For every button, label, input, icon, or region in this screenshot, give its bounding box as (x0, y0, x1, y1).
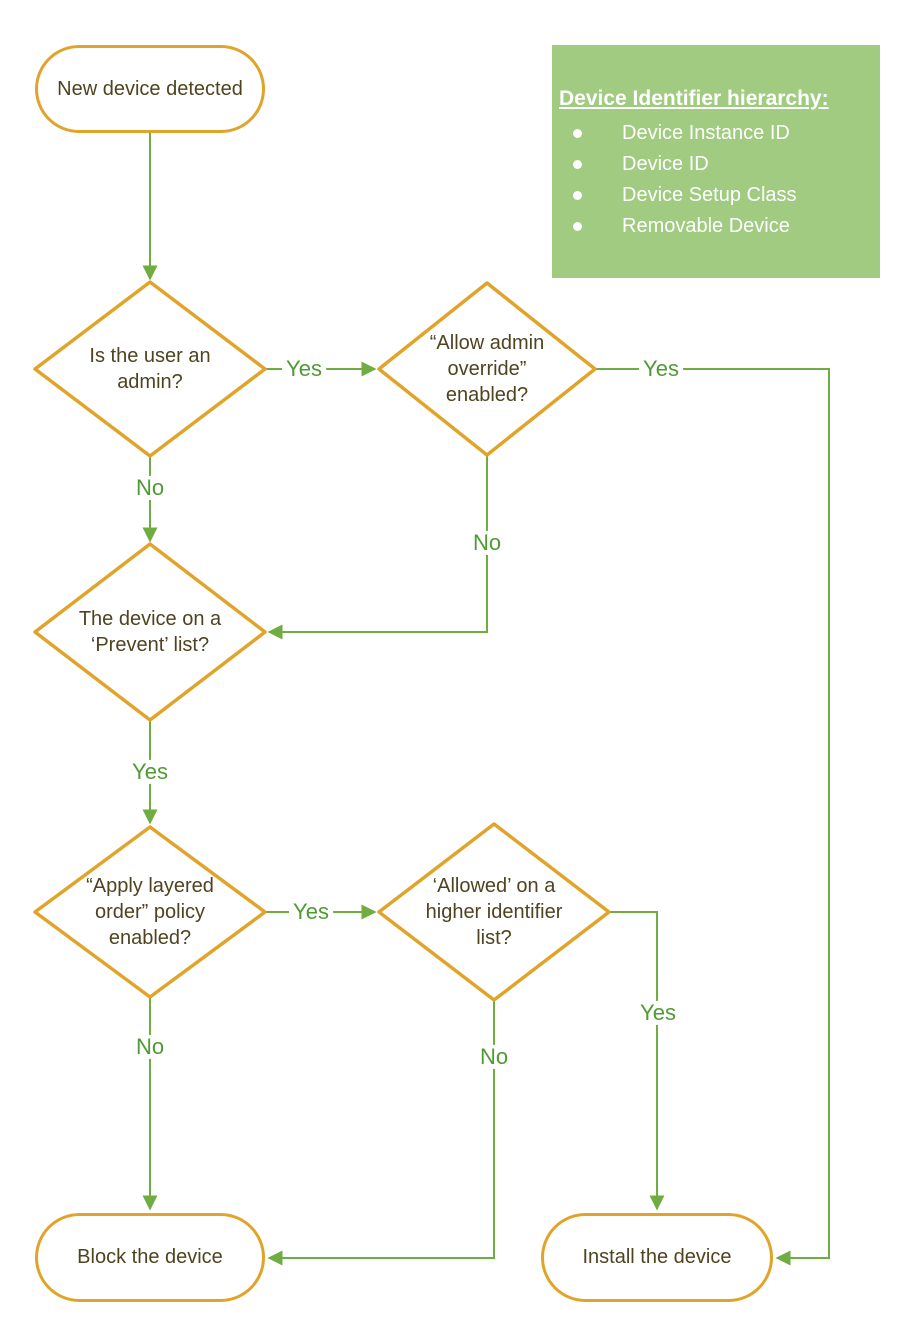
node-block: Block the device (35, 1213, 265, 1302)
edge-d5-yes-to-install (609, 911, 665, 1211)
edge-label-d4-yes: Yes (289, 899, 333, 925)
node-block-label: Block the device (77, 1246, 223, 1268)
legend-item: Device Instance ID (559, 118, 874, 149)
edge-d2-no-to-d3 (267, 455, 488, 640)
legend-item-label: Removable Device (622, 215, 790, 237)
bullet-icon (573, 129, 582, 138)
device-identifier-legend: Device Identifier hierarchy: Device Inst… (552, 45, 880, 278)
edge-d2-yes-to-install (595, 368, 830, 1266)
legend-item: Removable Device (559, 211, 874, 242)
node-d5-shape (377, 822, 611, 1002)
legend-item-label: Device Instance ID (622, 122, 790, 144)
node-d1-shape (33, 280, 267, 458)
bullet-icon (573, 191, 582, 200)
edge-label-d2-yes: Yes (639, 356, 683, 382)
node-start: New device detected (35, 45, 265, 133)
edge-label-d3-yes: Yes (128, 759, 172, 785)
node-start-label: New device detected (57, 77, 243, 100)
node-install: Install the device (541, 1213, 773, 1302)
legend-item-label: Device ID (622, 153, 709, 175)
edge-label-d5-no: No (475, 1044, 513, 1070)
node-d4-shape (33, 825, 267, 999)
node-d3-shape (33, 542, 267, 722)
legend-list: Device Instance ID Device ID Device Setu… (559, 118, 874, 242)
node-install-label: Install the device (582, 1246, 732, 1268)
node-d2-shape (377, 281, 597, 457)
legend-title: Device Identifier hierarchy: (559, 87, 829, 110)
legend-item: Device Setup Class (559, 180, 874, 211)
legend-item-label: Device Setup Class (622, 184, 797, 206)
edge-label-d1-yes: Yes (282, 356, 326, 382)
legend-item: Device ID (559, 149, 874, 180)
bullet-icon (573, 222, 582, 231)
edge-label-d2-no: No (468, 530, 506, 556)
bullet-icon (573, 160, 582, 169)
edge-label-d5-yes: Yes (636, 1000, 680, 1026)
edge-label-d1-no: No (131, 475, 169, 501)
edge-label-d4-no: No (131, 1034, 169, 1060)
edge-d5-no-to-block (267, 1000, 495, 1266)
